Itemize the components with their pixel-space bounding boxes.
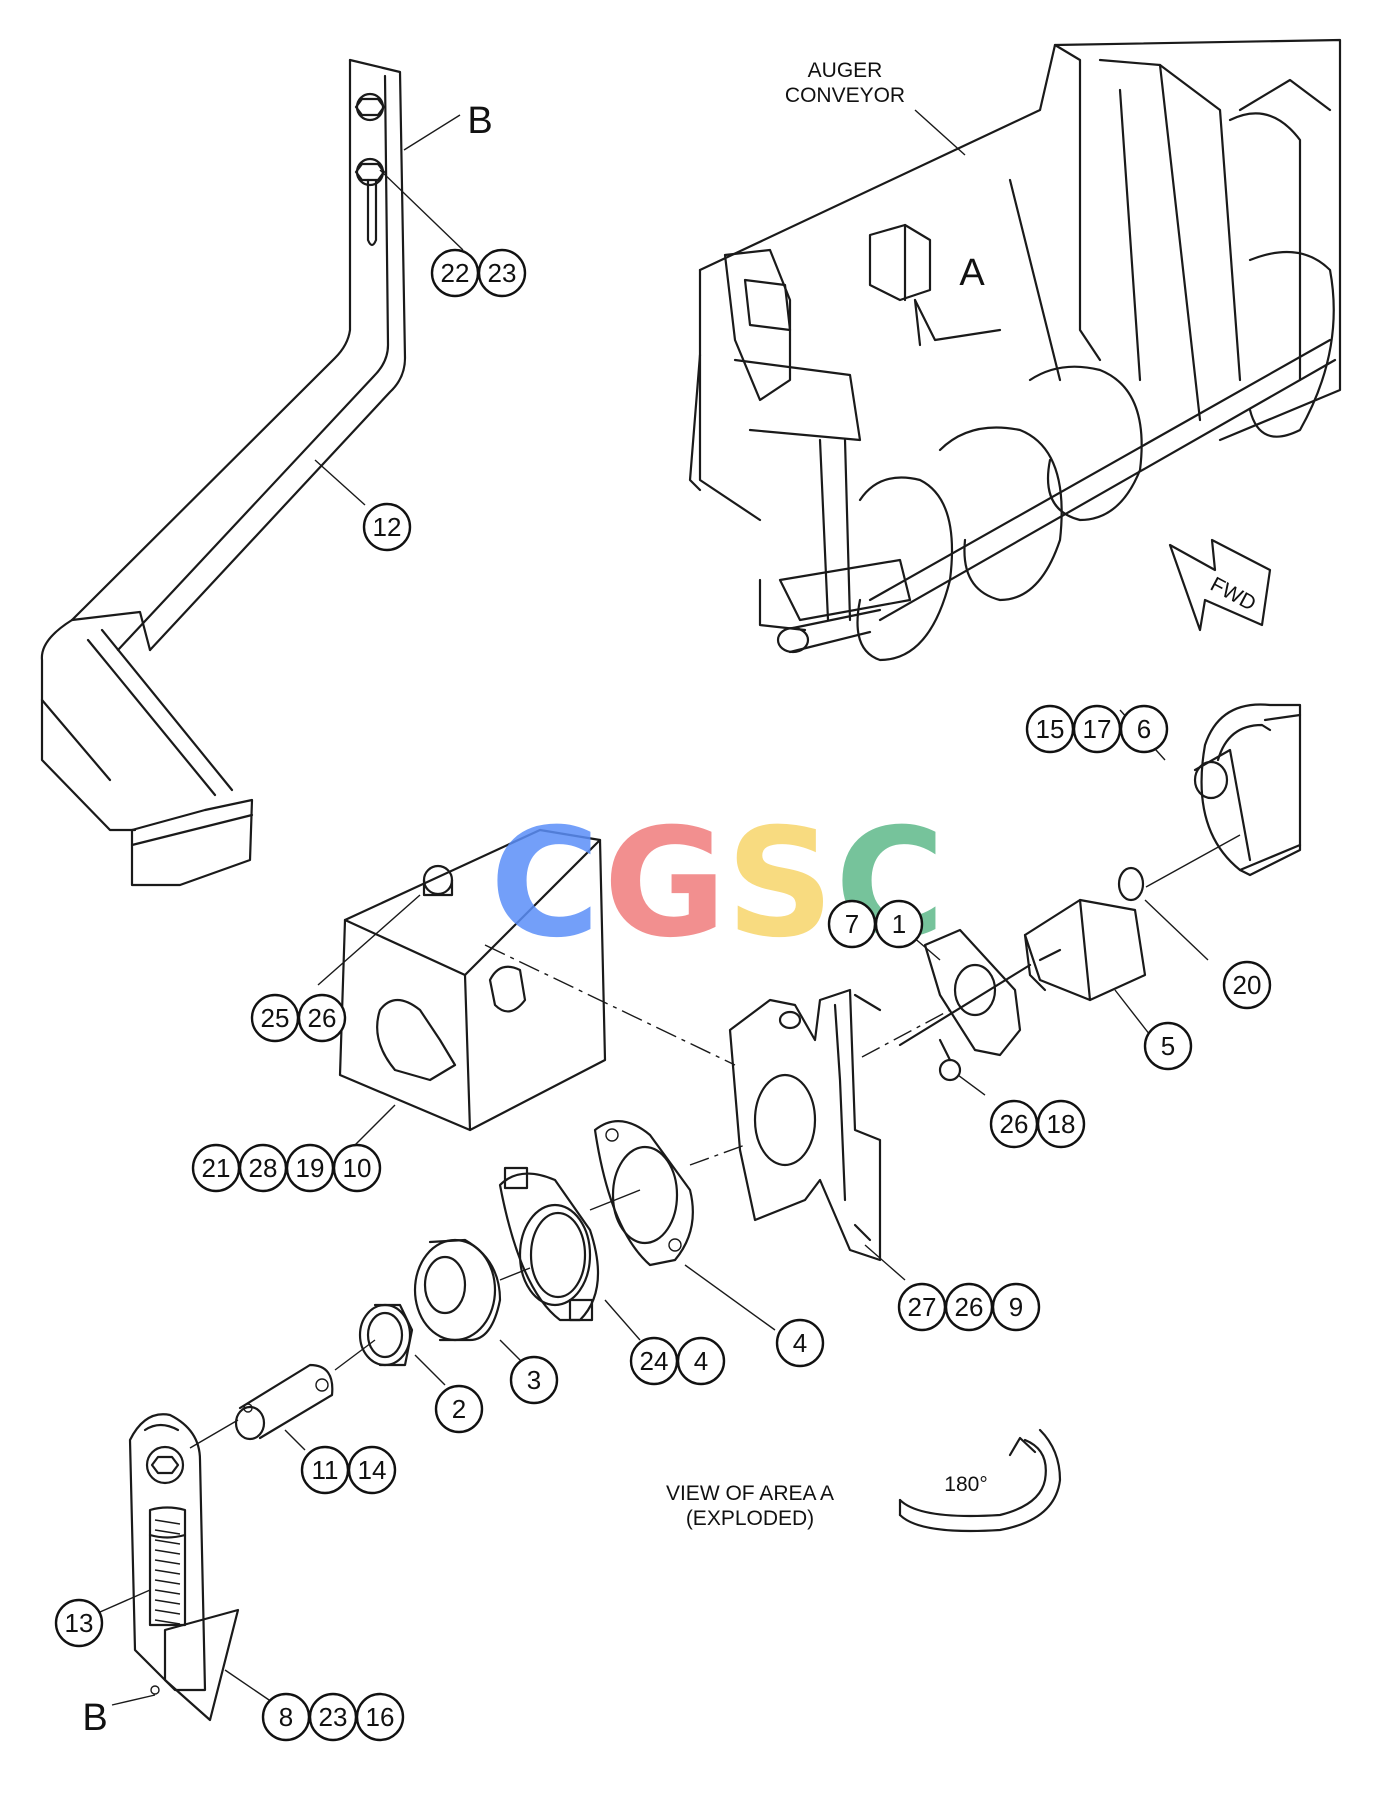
callout-circle xyxy=(347,1445,397,1495)
watermark-letter: C xyxy=(490,797,600,971)
motor-part xyxy=(898,898,1151,1047)
flange-plate-part xyxy=(904,928,1022,1096)
text-labels: AUGER CONVEYOR A B B FWD 180° VIEW OF AR… xyxy=(82,59,1259,1739)
rotation-arrow-icon xyxy=(898,1428,1062,1533)
callout-number: 9 xyxy=(1009,1292,1023,1322)
view-area-label-line1: VIEW OF AREA A xyxy=(666,1482,834,1505)
callout-circle xyxy=(1119,704,1169,754)
watermark-letter: G xyxy=(603,797,726,971)
callout-number: 3 xyxy=(527,1365,541,1395)
callout-c11-14: 11 14 xyxy=(300,1445,397,1495)
callout-c26-18: 26 18 xyxy=(989,1099,1086,1149)
mounting-bracket-part xyxy=(728,988,951,1281)
end-cap-part xyxy=(1117,703,1302,961)
callout-number: 22 xyxy=(441,258,470,288)
callout-c8-23-16: 8 23 16 xyxy=(261,1692,405,1742)
auger-label-line2: CONVEYOR xyxy=(785,84,905,107)
o-ring xyxy=(1117,866,1145,902)
callout-c3: 3 xyxy=(509,1355,559,1405)
callout-number: 23 xyxy=(319,1702,348,1732)
view-area-label-line2: (EXPLODED) xyxy=(686,1507,814,1530)
callout-c22-23: 22 23 xyxy=(430,248,527,298)
callout-c13: 13 xyxy=(54,1598,104,1648)
callout-number: 23 xyxy=(488,258,517,288)
callout-number: 1 xyxy=(892,909,906,939)
callout-number: 7 xyxy=(845,909,859,939)
callout-number: 27 xyxy=(908,1292,937,1322)
auger-conveyor-assembly xyxy=(688,38,1342,662)
callout-circle xyxy=(1036,1099,1086,1149)
letter-a-label: A xyxy=(959,252,985,294)
callout-number: 11 xyxy=(312,1455,339,1485)
callout-circle xyxy=(1143,1021,1193,1071)
callout-number: 17 xyxy=(1083,714,1112,744)
callout-number: 13 xyxy=(65,1608,94,1638)
callout-circle xyxy=(991,1282,1041,1332)
callout-number: 14 xyxy=(358,1455,387,1485)
callout-circle xyxy=(874,899,924,949)
callout-circle xyxy=(355,1692,405,1742)
bearing-flange-part xyxy=(498,1166,641,1341)
letter-b-bottom-label: B xyxy=(82,1697,107,1739)
watermark-letter: S xyxy=(726,797,834,971)
callout-c24-4: 24 4 xyxy=(629,1336,726,1386)
callout-c2: 2 xyxy=(434,1384,484,1434)
callout-number: 26 xyxy=(1000,1109,1029,1139)
forward-arrow-icon xyxy=(1168,538,1272,632)
spring-arm-part xyxy=(99,1413,273,1722)
callout-number: 26 xyxy=(308,1003,337,1033)
callout-circle xyxy=(477,248,527,298)
callout-number: 21 xyxy=(202,1153,231,1183)
callout-number: 18 xyxy=(1047,1109,1076,1139)
callout-c12: 12 xyxy=(362,502,412,552)
callout-c21-28-19-10: 21 28 19 10 xyxy=(191,1143,382,1193)
callout-c20: 20 xyxy=(1222,960,1272,1010)
callout-number: 20 xyxy=(1233,970,1262,1000)
gasket-part xyxy=(593,1120,776,1331)
callout-circle xyxy=(434,1384,484,1434)
callout-c5: 5 xyxy=(1143,1021,1193,1071)
callout-number: 2 xyxy=(452,1394,466,1424)
bearing-part xyxy=(413,1238,531,1371)
callout-circle xyxy=(509,1355,559,1405)
callout-number: 6 xyxy=(1137,714,1151,744)
callout-circle xyxy=(332,1143,382,1193)
cover-housing-part xyxy=(317,828,736,1146)
callout-number: 5 xyxy=(1161,1031,1175,1061)
callout-number: 4 xyxy=(793,1328,807,1358)
callout-number: 12 xyxy=(373,512,402,542)
callout-c25-26: 25 26 xyxy=(250,993,347,1043)
callout-circle xyxy=(362,502,412,552)
callout-circle xyxy=(676,1336,726,1386)
callout-circle xyxy=(297,993,347,1043)
lever-arm-part xyxy=(40,58,464,887)
callout-number: 15 xyxy=(1036,714,1065,744)
callout-number: 19 xyxy=(296,1153,325,1183)
callout-c27-26-9: 27 26 9 xyxy=(897,1282,1041,1332)
callout-number: 28 xyxy=(249,1153,278,1183)
callout-number: 25 xyxy=(261,1003,290,1033)
callout-c15-17-6: 15 17 6 xyxy=(1025,704,1169,754)
callout-number: 26 xyxy=(955,1292,984,1322)
callout-circle xyxy=(775,1318,825,1368)
callout-number: 4 xyxy=(694,1346,708,1376)
callout-circle xyxy=(54,1598,104,1648)
shaft-part xyxy=(189,1363,334,1451)
callout-number: 24 xyxy=(640,1346,669,1376)
fwd-label: FWD xyxy=(1207,573,1260,616)
callout-c4-right: 4 xyxy=(775,1318,825,1368)
bushing-part xyxy=(334,1303,446,1386)
rotation-label: 180° xyxy=(944,1473,987,1496)
auger-label-line1: AUGER xyxy=(808,59,883,82)
callout-number: 8 xyxy=(279,1702,293,1732)
callout-circle xyxy=(1222,960,1272,1010)
callout-number: 10 xyxy=(343,1153,372,1183)
callout-number: 16 xyxy=(366,1702,395,1732)
letter-b-top-label: B xyxy=(467,100,492,142)
